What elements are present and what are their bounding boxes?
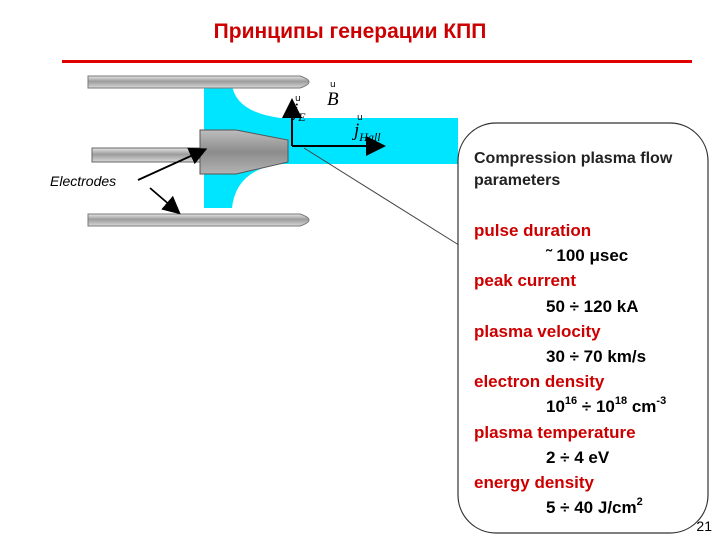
density-base-b: ÷ 10 (577, 397, 615, 417)
upper-electrode (87, 75, 310, 89)
callout-connector (303, 147, 471, 253)
param-value-pulse-duration-number: ˜ 100 (546, 246, 590, 266)
param-label-electron-density: electron density (474, 372, 605, 392)
electrodes-pointer-lower (149, 187, 181, 215)
param-value-plasma-temperature: 2 ÷ 4 eV (546, 447, 610, 467)
param-value-plasma-velocity: 30 ÷ 70 km/s (546, 347, 647, 367)
central-electrode-rod (91, 147, 205, 163)
vector-b-label: B (327, 89, 339, 110)
lower-electrode (87, 213, 310, 227)
parameter-list: pulse duration ˜ 100 μsec peak current 5… (474, 218, 714, 520)
param-label-pulse-duration: pulse duration (474, 221, 592, 240)
central-electrode-cone (199, 129, 289, 175)
vector-j-e-label: jE (293, 100, 306, 124)
energy-density-number: 5 ÷ 40 J/cm (546, 498, 637, 518)
density-base-a: 10 (546, 397, 565, 417)
param-value-electron-density: 1016 ÷ 1018 cm-3 (474, 394, 714, 419)
callout-title: Compression plasma flow parameters (474, 150, 673, 189)
param-label-energy-density: energy density (474, 473, 594, 493)
param-label-plasma-temperature: plasma temperature (474, 422, 636, 442)
electrodes-label: Electrodes (50, 173, 117, 189)
param-value-energy-density: 5 ÷ 40 J/cm2 (474, 495, 714, 520)
page-number: 21 (696, 518, 712, 534)
vector-j-e-subscript: E (298, 110, 306, 124)
j-hall-hat: u (357, 113, 363, 123)
param-value-pulse-duration-unit: μsec (589, 246, 629, 266)
electrodes-pointer-upper (137, 147, 208, 181)
density-unit-exp: -3 (656, 395, 667, 408)
vector-j-hall-label: jHall (354, 120, 381, 144)
j-e-hat: u (295, 94, 301, 104)
vector-j-hall-symbol: j (354, 120, 360, 141)
density-exp-b: 18 (614, 395, 628, 408)
param-label-plasma-velocity: plasma velocity (474, 321, 601, 341)
param-label-peak-current: peak current (474, 271, 577, 291)
param-value-peak-current: 50 ÷ 120 kA (546, 296, 639, 316)
b-hat: u (330, 80, 336, 90)
param-value-pulse-duration: ˜ 100 μsec (474, 243, 714, 268)
energy-density-exp: 2 (636, 496, 643, 509)
density-exp-a: 16 (564, 395, 578, 408)
vector-j-hall-subscript: Hall (359, 130, 381, 144)
title-underline (62, 60, 692, 63)
density-unit: cm (627, 397, 657, 417)
vector-j-e-symbol: j (293, 100, 299, 121)
callout-box (457, 122, 709, 534)
slide-title: Принципы генерации КПП (213, 20, 487, 43)
